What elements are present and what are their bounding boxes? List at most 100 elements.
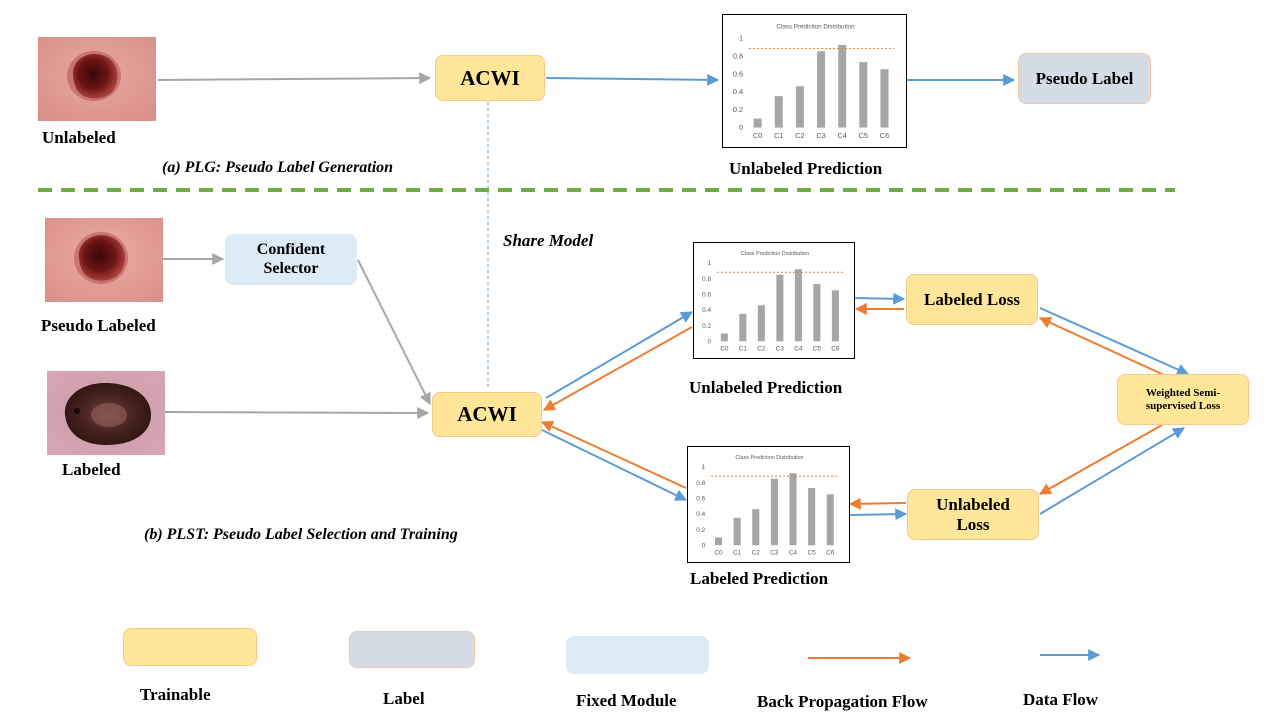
lower-chart-caption: Labeled Prediction xyxy=(690,569,829,588)
bar-c1 xyxy=(739,313,747,342)
arrow-labeled-to-acwi xyxy=(164,406,430,419)
legend-trainable-swatch xyxy=(123,628,257,666)
bar-c0 xyxy=(753,118,762,128)
legend-back-prop-label: Back Propagation Flow xyxy=(757,692,928,711)
bar-c0 xyxy=(714,537,723,546)
x-tick-label: C4 xyxy=(789,549,798,556)
x-tick-label: C0 xyxy=(753,131,762,140)
labeled-image-label: Labeled xyxy=(62,460,121,479)
bar-c6 xyxy=(831,290,839,342)
arrow-acwi-to-prediction xyxy=(545,73,720,86)
y-tick-label: 0.2 xyxy=(702,323,711,330)
back-upper-pred-to-acwi xyxy=(542,326,693,411)
x-tick-label: C5 xyxy=(808,549,817,556)
x-tick-label: C5 xyxy=(813,345,822,352)
labeled-lesion-image xyxy=(47,371,165,455)
data-labeled-loss-to-weighted xyxy=(1039,307,1190,376)
chart-title: Class Prediction Distribution xyxy=(776,24,855,31)
x-tick-label: C2 xyxy=(757,345,766,352)
bar-c1 xyxy=(733,517,741,546)
y-tick-label: 0.4 xyxy=(733,87,743,96)
y-tick-label: 0.4 xyxy=(696,511,705,518)
x-tick-label: C0 xyxy=(720,345,729,352)
x-tick-label: C6 xyxy=(826,549,835,556)
x-tick-label: C1 xyxy=(739,345,748,352)
y-tick-label: 0.8 xyxy=(702,276,711,283)
upper-chart-caption: Unlabeled Prediction xyxy=(689,378,843,397)
arrow-selector-to-acwi xyxy=(357,259,431,406)
y-tick-label: 0 xyxy=(707,339,711,346)
data-unlabeled-loss-to-weighted xyxy=(1039,427,1186,515)
back-weighted-to-unlabeled-loss xyxy=(1038,424,1163,495)
data-acwi-to-lower-pred xyxy=(541,429,688,501)
y-tick-label: 0.2 xyxy=(733,105,743,114)
bar-c6 xyxy=(880,69,889,128)
section-b-caption: (b) PLST: Pseudo Label Selection and Tra… xyxy=(144,526,458,543)
y-tick-label: 0 xyxy=(702,543,706,550)
bar-c2 xyxy=(795,86,804,128)
x-tick-label: C4 xyxy=(794,345,803,352)
legend-fixed-swatch xyxy=(566,636,709,674)
labeled-loss-box: Labeled Loss xyxy=(906,274,1038,325)
back-weighted-to-labeled-loss xyxy=(1038,317,1167,377)
unlabeled-loss-box: Unlabeled Loss xyxy=(907,489,1039,540)
unlabeled-lesion-image xyxy=(38,37,156,121)
bar-c0 xyxy=(720,333,728,342)
bar-c5 xyxy=(813,284,821,342)
x-tick-label: C4 xyxy=(837,131,846,140)
prediction-chart-top-svg: Class Prediction Distribution00.20.40.60… xyxy=(733,24,894,140)
bar-c5 xyxy=(808,488,816,546)
legend-label-label: Label xyxy=(383,689,425,708)
pseudo-label-box: Pseudo Label xyxy=(1018,53,1151,104)
bar-c3 xyxy=(770,478,778,546)
y-tick-label: 0.6 xyxy=(702,291,711,298)
acwi-model-top: ACWI xyxy=(435,55,545,101)
x-tick-label: C5 xyxy=(859,131,868,140)
bar-c3 xyxy=(817,51,826,128)
x-tick-label: C0 xyxy=(714,549,723,556)
arrow-unlabeled-to-acwi xyxy=(157,72,432,85)
pseudo-labeled-lesion-image xyxy=(45,218,163,302)
data-acwi-to-upper-pred xyxy=(545,311,694,399)
pseudo-labeled-image-label: Pseudo Labeled xyxy=(41,316,156,335)
x-tick-label: C1 xyxy=(774,131,783,140)
x-tick-label: C2 xyxy=(752,549,761,556)
weighted-loss-box: Weighted Semi-supervised Loss xyxy=(1117,374,1249,425)
bar-c3 xyxy=(776,274,784,342)
x-tick-label: C6 xyxy=(831,345,840,352)
share-model-label: Share Model xyxy=(503,231,594,250)
bar-c2 xyxy=(752,509,760,546)
y-tick-label: 1 xyxy=(707,260,711,267)
y-tick-label: 0.2 xyxy=(696,527,705,534)
legend-data-flow-label: Data Flow xyxy=(1023,690,1099,709)
chart-title: Class Prediction Distribution xyxy=(741,251,809,257)
x-tick-label: C3 xyxy=(776,345,785,352)
back-lower-pred-to-acwi xyxy=(540,421,687,489)
bar-c6 xyxy=(826,494,834,546)
bar-c2 xyxy=(757,305,765,342)
y-tick-label: 0.6 xyxy=(733,69,743,78)
chart-title: Class Prediction Distribution xyxy=(735,455,803,461)
x-tick-label: C3 xyxy=(770,549,779,556)
y-tick-label: 0.8 xyxy=(696,480,705,487)
y-tick-label: 0.4 xyxy=(702,307,711,314)
x-tick-label: C2 xyxy=(795,131,804,140)
unlabeled-image-label: Unlabeled xyxy=(42,128,116,147)
bar-c4 xyxy=(838,44,847,128)
bar-c1 xyxy=(774,96,783,128)
y-tick-label: 1 xyxy=(739,33,743,42)
x-tick-label: C1 xyxy=(733,549,742,556)
legend-fixed-label: Fixed Module xyxy=(576,691,677,710)
bar-c5 xyxy=(859,62,868,128)
prediction-chart-lower-svg: Class Prediction Distribution00.20.40.60… xyxy=(696,455,839,556)
data-upper-pred-to-labeled-loss xyxy=(854,292,906,305)
back-unlabeled-loss-to-lower-pred xyxy=(848,497,907,510)
legend-trainable-label: Trainable xyxy=(140,685,211,704)
y-tick-label: 0 xyxy=(739,123,743,132)
confident-selector-box: Confident Selector xyxy=(225,234,357,285)
bar-c4 xyxy=(794,269,802,342)
acwi-model-bottom: ACWI xyxy=(432,392,542,437)
